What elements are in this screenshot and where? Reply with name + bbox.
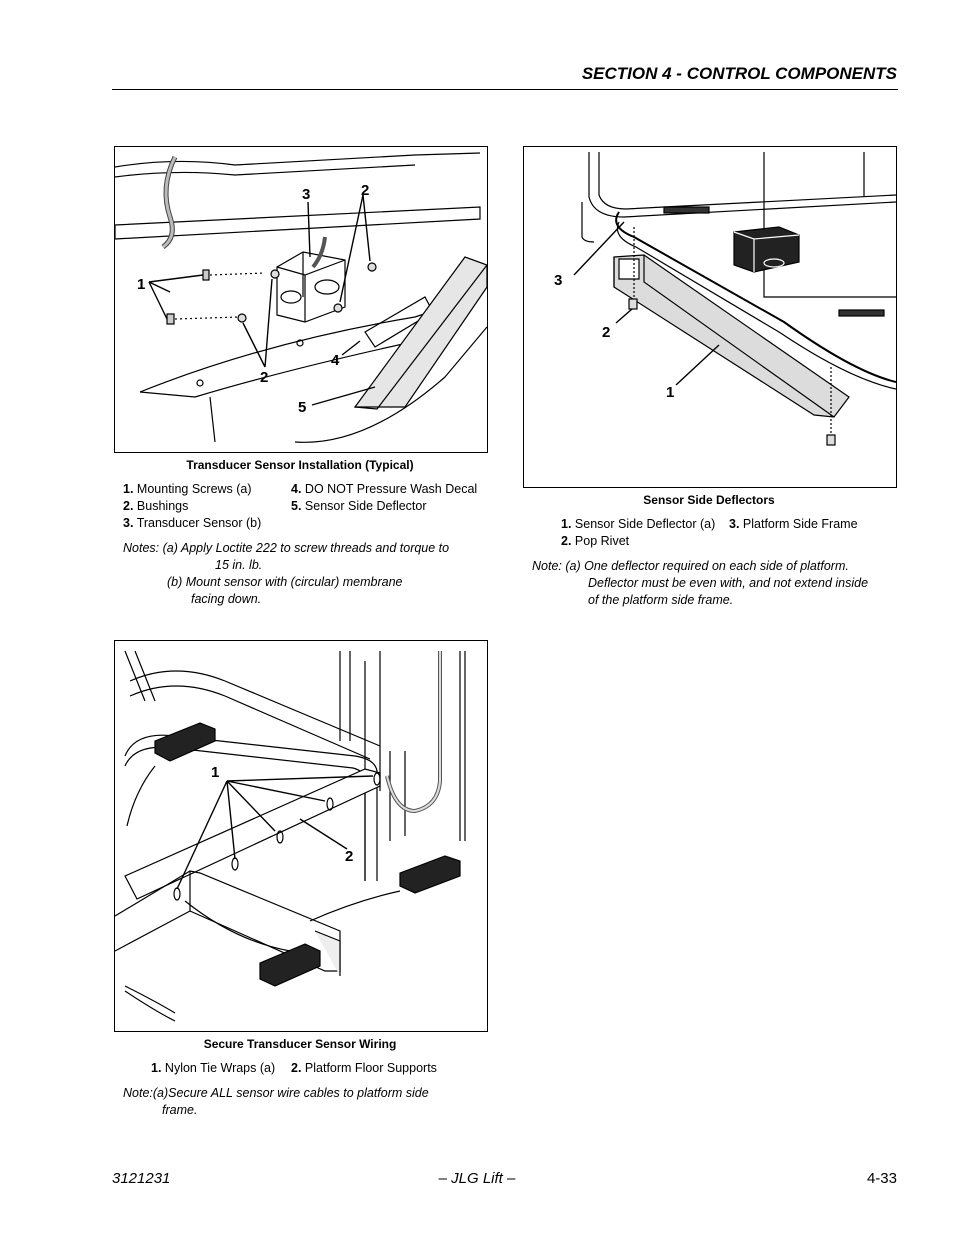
footer-brand: – JLG Lift –: [438, 1170, 516, 1187]
section-title: SECTION 4 - CONTROL COMPONENTS: [581, 64, 897, 83]
callout-3: 3: [554, 272, 562, 289]
footer-page-number: 4-33: [866, 1170, 897, 1187]
figure3-title: Secure Transducer Sensor Wiring: [203, 1037, 397, 1051]
figure2-notes: Note: (a) One deflector required on each…: [532, 559, 869, 607]
figure1-legend-col1: 1. Mounting Screws (a) 2. Bushings 3. Tr…: [123, 481, 261, 532]
figure3-notes: Note:(a)Secure ALL sensor wire cables to…: [123, 1086, 429, 1117]
legend-item: 1. Nylon Tie Wraps (a): [151, 1061, 276, 1075]
figure-sensor-deflectors: 3 2 1: [523, 146, 897, 488]
sensor-deflectors-drawing: 3 2 1: [554, 152, 896, 446]
legend-item: 1. Mounting Screws (a): [123, 482, 252, 496]
legend-item: 1. Sensor Side Deflector (a): [561, 517, 716, 531]
legend-item: 2. Bushings: [123, 499, 189, 513]
callout-4: 4: [331, 352, 340, 369]
figure-sensor-wiring: 1 2: [114, 640, 488, 1032]
callout-1: 1: [137, 276, 145, 293]
figure1-notes: Notes: (a) Apply Loctite 222 to screw th…: [123, 541, 450, 606]
legend-item: 3. Transducer Sensor (b): [123, 516, 262, 530]
callout-2-top: 2: [361, 182, 369, 199]
figure1-legend-col2: 4. DO NOT Pressure Wash Decal 5. Sensor …: [291, 481, 477, 515]
figure3-legend-col1: 1. Nylon Tie Wraps (a): [151, 1060, 275, 1077]
legend-item: 2. Platform Floor Supports: [291, 1061, 437, 1075]
callout-1: 1: [666, 384, 674, 401]
callout-2: 2: [602, 324, 610, 341]
sensor-wiring-drawing: 1 2: [115, 650, 466, 1022]
callout-1: 1: [211, 764, 219, 781]
figure2-title: Sensor Side Deflectors: [643, 493, 775, 507]
callout-3: 3: [302, 186, 310, 203]
callout-2: 2: [345, 848, 353, 865]
figure2-legend-col1: 1. Sensor Side Deflector (a) 2. Pop Rive…: [561, 516, 715, 550]
figure1-title: Transducer Sensor Installation (Typical): [186, 458, 414, 472]
legend-item: 5. Sensor Side Deflector: [291, 499, 427, 513]
callout-2-bottom: 2: [260, 369, 268, 386]
legend-item: 4. DO NOT Pressure Wash Decal: [291, 482, 478, 496]
transducer-installation-drawing: 1 2 2 3 4 5: [115, 152, 487, 443]
figure-transducer-installation: 1 2 2 3 4 5: [114, 146, 488, 453]
callout-5: 5: [298, 399, 306, 416]
legend-item: 2. Pop Rivet: [561, 534, 630, 548]
figure2-legend-col2: 3. Platform Side Frame: [729, 516, 858, 533]
figure3-legend-col2: 2. Platform Floor Supports: [291, 1060, 437, 1077]
header-rule: [112, 89, 898, 90]
legend-item: 3. Platform Side Frame: [729, 517, 858, 531]
footer-doc-number: 3121231: [112, 1170, 171, 1187]
